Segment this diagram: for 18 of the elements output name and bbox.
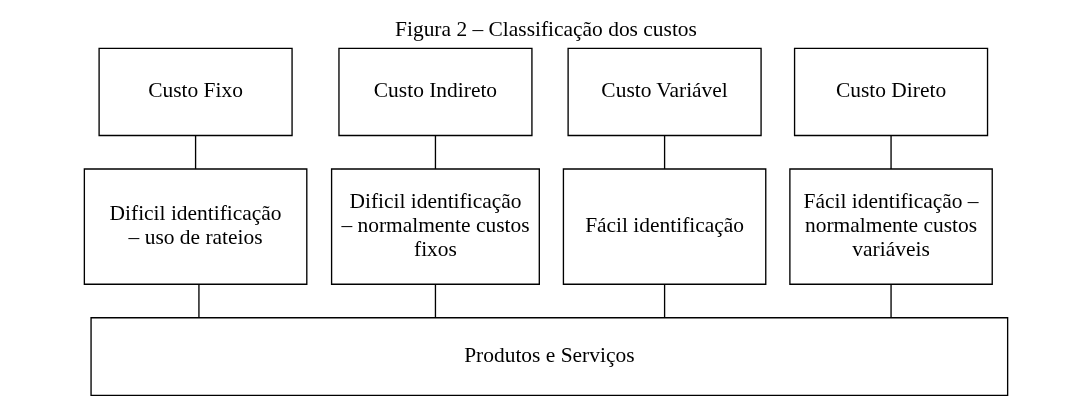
node-box: Dificil identificação – normalmente custos fixos	[330, 168, 540, 285]
connector	[889, 135, 892, 170]
node-box: Produtos e Serviços	[89, 317, 1008, 397]
node-box: Fácil identificação	[562, 168, 766, 285]
node-box: Custo Direto	[793, 47, 988, 137]
node-box: Custo Variável	[566, 47, 762, 137]
connector	[889, 283, 892, 319]
connector	[197, 283, 200, 319]
connector	[434, 135, 436, 170]
node-box: Custo Indireto	[337, 47, 533, 137]
connector	[663, 283, 665, 319]
connector	[663, 135, 665, 170]
node-box: Dificil identificação – uso de rateios	[83, 168, 307, 285]
connector	[194, 135, 196, 170]
node-box: Custo Fixo	[97, 47, 293, 137]
diagram-title: Figura 2 – Classificação dos custos	[394, 17, 697, 42]
connector	[434, 283, 436, 319]
node-box: Fácil identificação – normalmente custos variáveis	[788, 168, 993, 285]
